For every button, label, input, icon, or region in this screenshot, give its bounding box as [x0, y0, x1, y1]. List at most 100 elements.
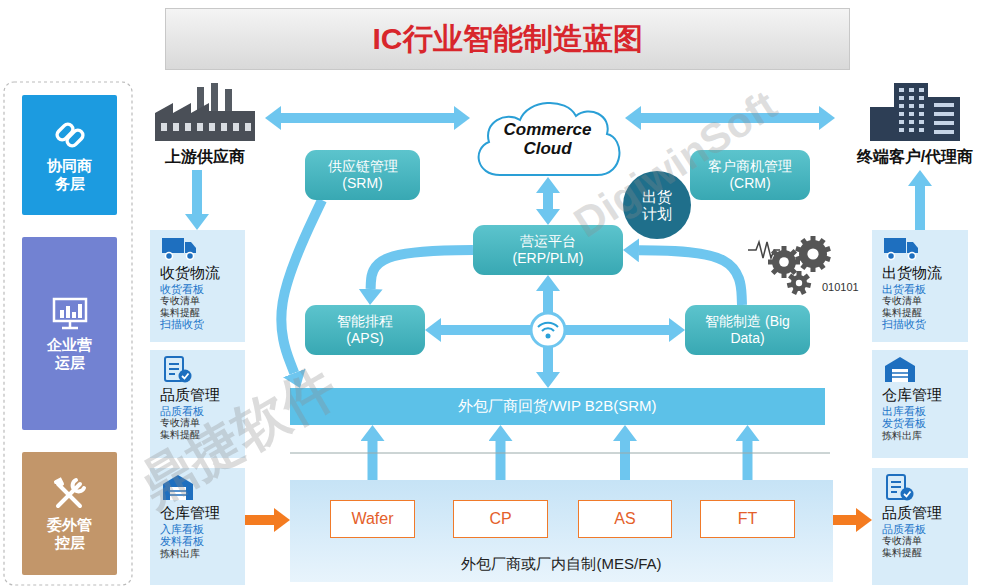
building-window — [919, 104, 924, 108]
chart-bar — [72, 312, 76, 318]
building-window — [909, 96, 914, 100]
node-item: 专收清单 — [882, 295, 922, 307]
layer-frame — [4, 82, 132, 585]
node-item: 集料提醒 — [882, 547, 922, 559]
system-box: 智能排程 (APS) — [305, 305, 425, 355]
building-window — [909, 112, 914, 116]
building-window — [909, 104, 914, 108]
building-window — [919, 96, 924, 100]
building-window — [934, 103, 954, 107]
node-item: 品质看板 — [882, 523, 926, 536]
building-window — [934, 112, 954, 116]
building-icon — [868, 83, 962, 141]
wifi-arc — [538, 323, 558, 327]
factory-window — [221, 123, 227, 131]
building-window — [909, 128, 914, 132]
warehouse-body — [163, 475, 193, 500]
node-label: 营运平台 (ERP/PLM) — [503, 233, 593, 268]
flow-arrow — [192, 170, 202, 214]
monitor-icon — [50, 296, 90, 332]
node-label: Commerce Cloud — [500, 121, 595, 158]
node-item: 集料提醒 — [160, 307, 200, 319]
building-window — [919, 128, 924, 132]
warehouse-body — [885, 357, 915, 382]
truck-box — [884, 238, 906, 253]
system-box: 客户商机管理 (CRM) — [690, 150, 810, 200]
building-window — [899, 128, 904, 132]
flow-arrow — [743, 441, 753, 484]
supplier-node: 上游供应商 — [145, 82, 265, 170]
platform-box: 营运平台 (ERP/PLM) — [473, 225, 623, 275]
factory-window — [161, 123, 167, 131]
function-panel: 品质管理品质看板专收清单集料提醒 — [872, 468, 968, 585]
node-label: 出货计划 — [641, 188, 673, 223]
truck-icon — [882, 234, 922, 262]
node-item: 发料看板 — [160, 535, 204, 548]
node-label: 协同商务层 — [46, 157, 94, 193]
node-item: 拣料出库 — [160, 548, 200, 560]
building-window — [919, 88, 924, 92]
building-window — [934, 121, 954, 125]
check-badge — [179, 370, 192, 383]
building-block — [894, 83, 928, 141]
factory-window — [197, 123, 203, 131]
node-item: 专收清单 — [160, 295, 200, 307]
factory-window — [209, 123, 215, 131]
clipboard-lines — [169, 364, 179, 374]
flow-arrow — [639, 250, 742, 305]
node-label: 委外管控层 — [46, 516, 94, 552]
circle-shape — [623, 171, 691, 239]
chart-bar — [66, 306, 70, 318]
node-item: 出库看板 — [882, 405, 926, 418]
node-item: 专收清单 — [160, 417, 200, 429]
node-label: FT — [738, 510, 758, 528]
building-block — [928, 97, 960, 141]
building-block — [870, 107, 896, 141]
node-label: 品质管理 — [160, 386, 220, 405]
flow-arrow — [620, 441, 630, 484]
factory-icon — [153, 83, 257, 141]
node-label: 外包厂商回货/WIP B2B(SRM) — [458, 397, 656, 416]
chimney — [211, 83, 218, 113]
link-ring — [65, 128, 85, 148]
cloud-shape — [479, 103, 620, 175]
wifi-dot — [546, 334, 551, 339]
building-window — [919, 120, 924, 124]
flow-arrow — [368, 441, 378, 484]
truck-wheel — [187, 253, 194, 260]
node-label: 仓库管理 — [160, 504, 220, 523]
gear-body — [791, 275, 807, 291]
building-window — [919, 112, 924, 116]
factory-window — [185, 123, 191, 131]
warehouse-slats — [170, 491, 186, 495]
building-window — [899, 96, 904, 100]
node-label: 企业营运层 — [46, 336, 94, 372]
process-box: FT — [700, 500, 795, 538]
gear-hole — [779, 257, 789, 267]
system-box: 供应链管理 (SRM) — [305, 150, 420, 200]
flow-arrow — [496, 441, 506, 484]
factory-window — [233, 123, 239, 131]
node-item: 扫描收货 — [160, 318, 204, 331]
node-label: 智能排程 (APS) — [320, 313, 410, 348]
flow-arrow — [281, 113, 454, 123]
truck-cab — [907, 242, 918, 253]
truck-icon — [160, 234, 200, 262]
warehouse-door — [170, 487, 186, 500]
building-window — [909, 88, 914, 92]
node-label: 客户商机管理 (CRM) — [705, 158, 795, 193]
node-label: 收货物流 — [160, 264, 220, 283]
node-item: 专收清单 — [882, 535, 922, 547]
node-label: 供应链管理 (SRM) — [318, 158, 408, 193]
cloud-node: Commerce Cloud — [470, 95, 625, 177]
building-window — [899, 120, 904, 124]
b2b-band: 外包厂商回货/WIP B2B(SRM) — [290, 388, 825, 425]
flow-arrow — [915, 186, 925, 230]
process-box: AS — [578, 500, 672, 538]
building-window — [934, 130, 954, 134]
node-label: AS — [614, 510, 635, 528]
node-item: 发货看板 — [882, 417, 926, 430]
truck-cab — [185, 242, 196, 253]
wifi-symbol — [531, 313, 565, 347]
